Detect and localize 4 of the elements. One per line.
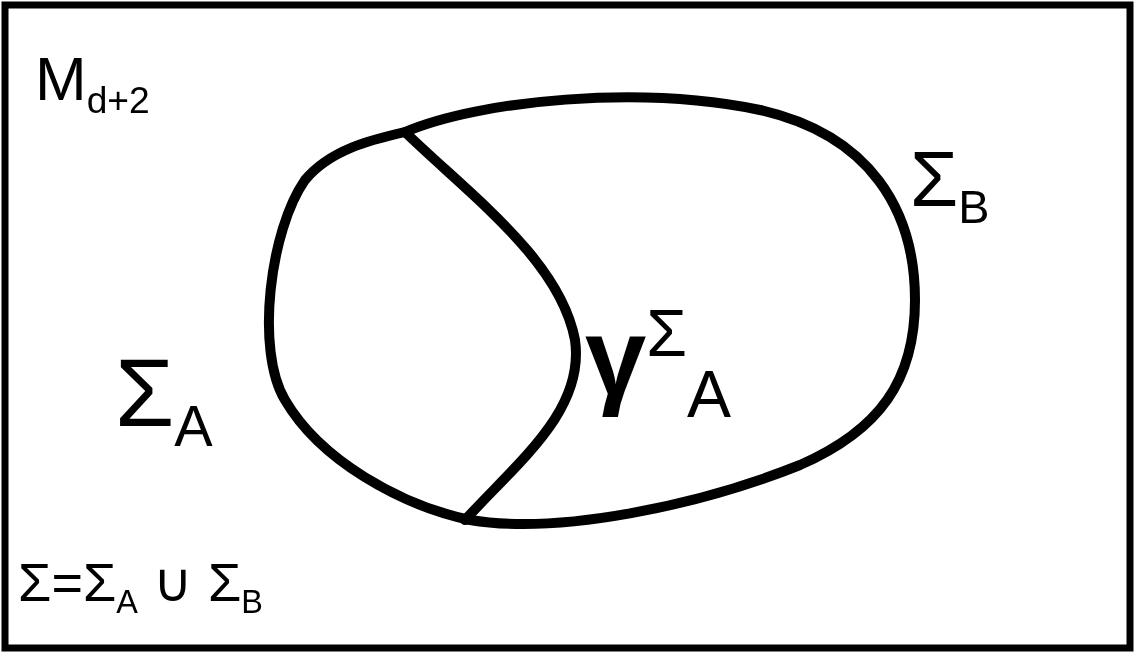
surface-label: Σ$_{A}$ <box>115 345 213 456</box>
surface-label: Σ$_{B}$ <box>910 140 990 231</box>
equation-text: Σ=Σ$_{A}$ ∪ Σ$_{B}$ <box>18 555 263 619</box>
manifold-label: M$_{d+2}$ <box>35 48 150 120</box>
